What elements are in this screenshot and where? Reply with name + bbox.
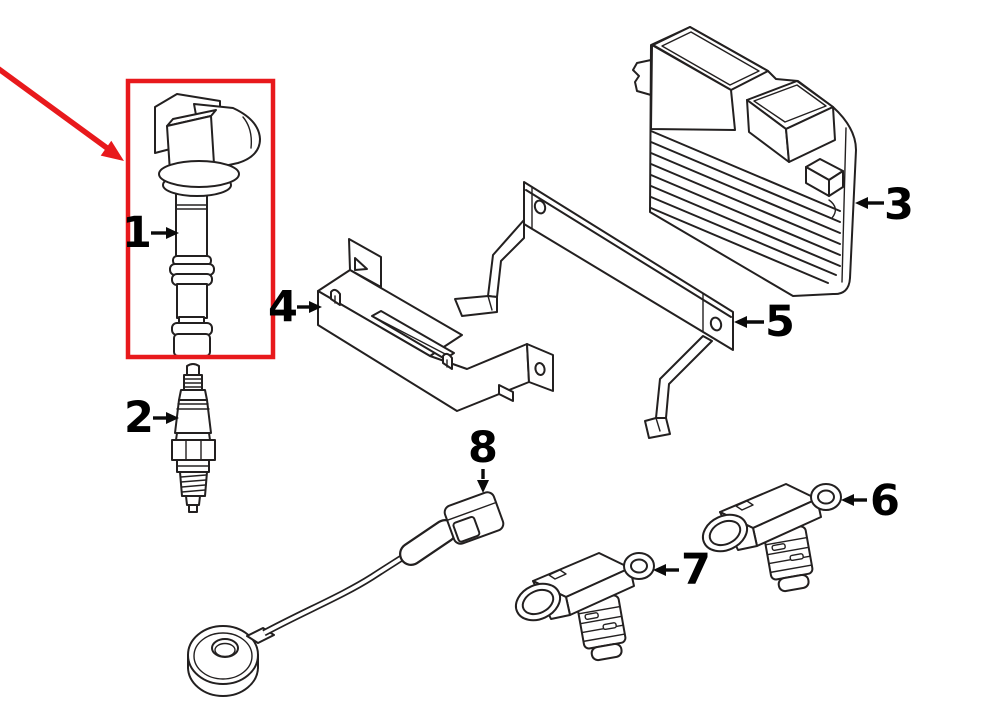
plug-terminal	[186, 363, 200, 376]
ecu-side-rim	[841, 127, 847, 283]
bracket5-hole-left	[533, 199, 547, 215]
plug-insulator	[174, 399, 212, 434]
callout-2: 2	[124, 393, 179, 443]
bracket5-hole-right	[709, 316, 723, 332]
part-number-label-4: 4	[268, 282, 298, 332]
arrowhead-2	[166, 412, 179, 424]
bracket5-left-leg	[487, 219, 525, 298]
part-number-label-1: 1	[122, 208, 152, 258]
highlight-arrowhead	[100, 140, 124, 161]
ecu-mounting-ear	[632, 59, 652, 96]
ecu-cooling-fins	[650, 130, 841, 284]
part-number-label-6: 6	[870, 476, 900, 526]
coil-flange	[158, 160, 240, 188]
arrowhead-1	[166, 227, 179, 239]
arrowhead-6	[841, 494, 854, 506]
camshaft-sensor-7-drawing	[508, 552, 655, 664]
callout-6: 6	[841, 476, 900, 526]
part-number-label-5: 5	[765, 297, 795, 347]
spark-plug-drawing	[171, 363, 216, 513]
bracket4-hole	[534, 362, 546, 376]
part-number-label-3: 3	[884, 180, 914, 230]
plug-hex	[171, 439, 216, 461]
coil-boot	[173, 333, 211, 357]
callout-3: 3	[855, 180, 914, 230]
module-bracket-drawing	[454, 181, 734, 439]
arrowhead-5	[734, 316, 747, 328]
knock-sensor-boot	[401, 521, 455, 564]
bracket5-strap	[523, 181, 734, 351]
coil-bracket-drawing	[317, 238, 554, 412]
highlight	[0, 66, 276, 360]
part-number-label-7: 7	[681, 545, 711, 595]
ignition-coil-drawing	[154, 93, 261, 357]
callout-4: 4	[268, 282, 322, 332]
callout-8: 8	[468, 423, 498, 493]
arrowhead-3	[855, 197, 868, 209]
highlight-arrow-line	[0, 66, 109, 151]
camshaft-sensor-6-drawing	[695, 483, 842, 595]
bracket5-right-leg	[655, 335, 713, 419]
callout-7: 7	[653, 545, 711, 595]
highlight-box	[125, 78, 276, 360]
ecu-connector-b-front	[785, 106, 836, 163]
knock-sensor-drawing	[187, 491, 505, 697]
part-number-label-2: 2	[124, 393, 154, 443]
engine-control-module-drawing	[632, 26, 857, 297]
callout-1: 1	[122, 208, 179, 258]
arrowhead-7	[653, 564, 666, 576]
bracket4-rib	[371, 310, 455, 360]
arrowhead-4	[309, 301, 322, 313]
callout-5: 5	[734, 297, 795, 347]
arrowhead-8	[477, 480, 489, 493]
ecu-connector-a-front	[650, 44, 736, 131]
plug-electrode	[188, 504, 198, 513]
part-number-label-8: 8	[468, 423, 498, 473]
coil-shaft	[175, 191, 208, 259]
